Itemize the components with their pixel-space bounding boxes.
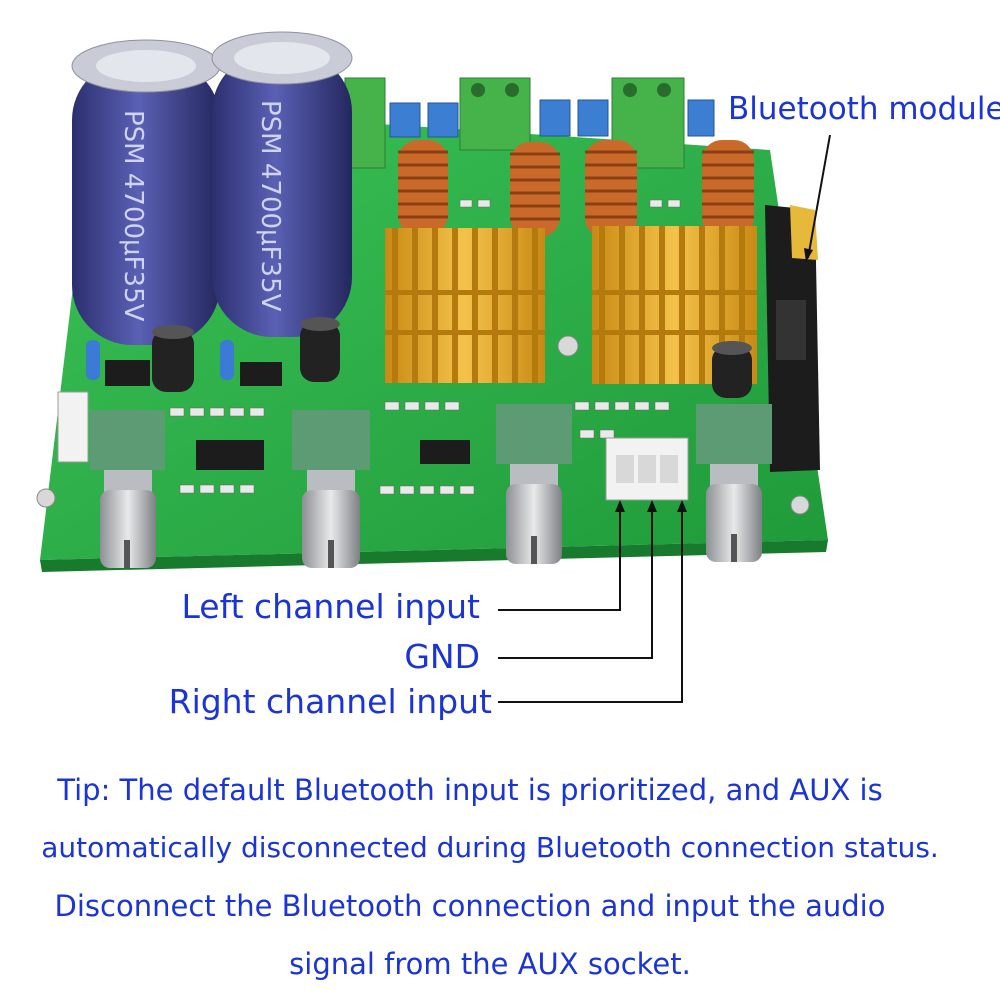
resistors xyxy=(86,340,234,380)
bluetooth-module-board xyxy=(765,205,820,472)
electrolytic-capacitors: PSM 4700μF35V PSM 4700μF35V xyxy=(71,31,353,345)
capacitor-marking-2: PSM 4700μF35V xyxy=(255,100,285,312)
potentiometers xyxy=(90,404,772,568)
film-capacitors xyxy=(389,99,715,138)
ic-chips xyxy=(105,360,470,470)
tip-line-4: signal from the AUX socket. xyxy=(289,947,691,981)
tip-line-3: Disconnect the Bluetooth connection and … xyxy=(54,889,886,923)
tip-line-2: automatically disconnected during Blueto… xyxy=(41,831,939,864)
left-channel-label: Left channel input xyxy=(181,587,480,626)
annotation-arrowheads xyxy=(615,248,813,512)
right-channel-label: Right channel input xyxy=(168,682,492,721)
small-capacitors xyxy=(152,317,752,398)
tip-line-1: Tip: The default Bluetooth input is prio… xyxy=(57,773,883,807)
capacitor-marking-1: PSM 4700μF35V xyxy=(118,110,148,322)
annotation-lines xyxy=(498,134,831,703)
aux-socket xyxy=(57,391,689,501)
bluetooth-module-label: Bluetooth module xyxy=(728,91,1000,127)
inductors xyxy=(398,140,754,238)
gnd-label: GND xyxy=(404,637,480,676)
